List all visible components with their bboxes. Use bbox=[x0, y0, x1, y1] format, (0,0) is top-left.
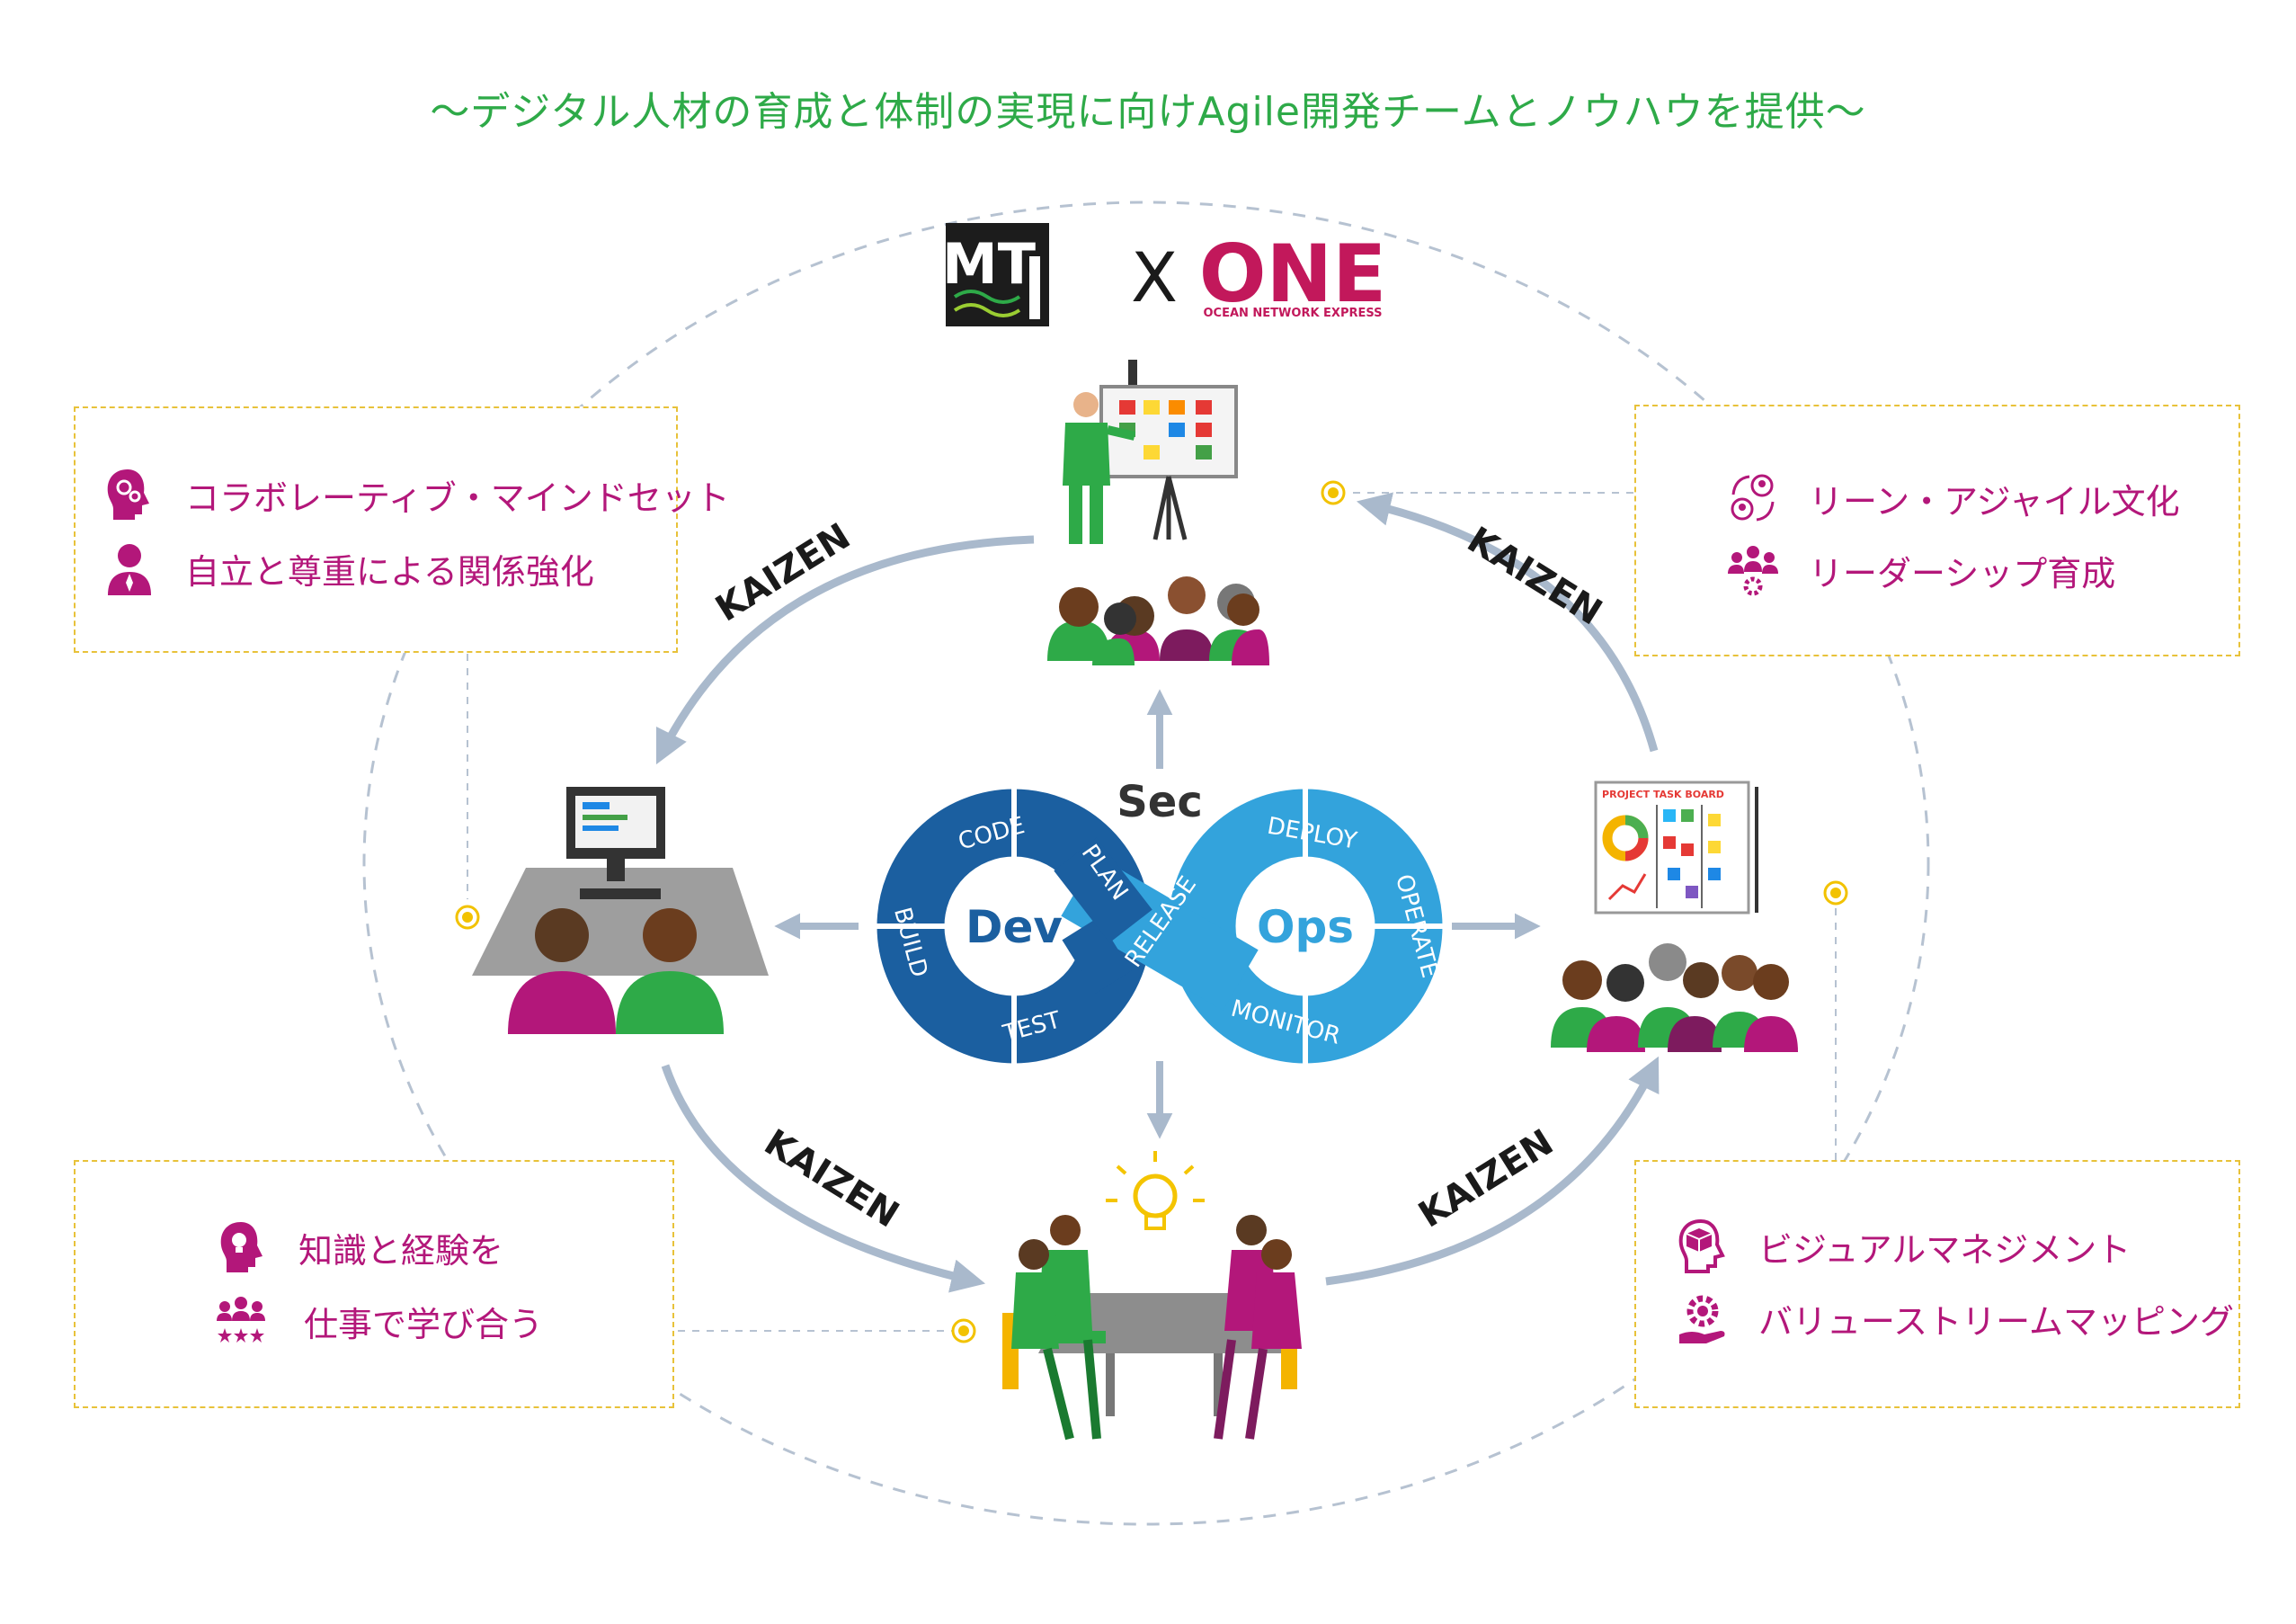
one-logo: ONE OCEAN NETWORK EXPRESS bbox=[1199, 228, 1387, 320]
box-top-left bbox=[74, 406, 678, 653]
head-bulb-icon bbox=[220, 1222, 263, 1272]
devops-dev-label: Dev bbox=[966, 901, 1063, 953]
one-logo-subtext: OCEAN NETWORK EXPRESS bbox=[1203, 307, 1382, 320]
kaizen-label-bottom-right: KAIZEN bbox=[1411, 1121, 1561, 1236]
kaizen-arrow-top-right bbox=[1356, 492, 1659, 753]
kaizen-arrow-bottom-right bbox=[1325, 1056, 1660, 1286]
head-gears-icon bbox=[107, 469, 149, 520]
item-label: 自立と尊重による関係強化 bbox=[185, 551, 594, 592]
devops-ops-label: Ops bbox=[1257, 901, 1354, 953]
item-bottom-right-1: ビジュアルマネジメント bbox=[1674, 1218, 2131, 1275]
box-top-right bbox=[1634, 405, 2240, 656]
item-bottom-left-2: 仕事で学び合う bbox=[205, 1292, 543, 1350]
head-cube-icon bbox=[1678, 1218, 1725, 1273]
kaizen-label-bottom-left: KAIZEN bbox=[757, 1121, 906, 1236]
item-label: リーダーシップ育成 bbox=[1809, 553, 2116, 593]
person-icon bbox=[108, 544, 151, 595]
team-gear-icon bbox=[1728, 546, 1778, 596]
cycle-people-icon bbox=[1731, 474, 1775, 522]
item-label: 仕事で学び合う bbox=[304, 1304, 544, 1344]
presentation-illustration bbox=[1047, 360, 1269, 665]
dev-workstation-illustration bbox=[472, 787, 769, 1034]
item-label: バリューストリームマッピング bbox=[1758, 1301, 2234, 1342]
one-logo-text: ONE bbox=[1199, 228, 1387, 320]
team-stars-icon bbox=[217, 1297, 265, 1343]
task-board-title: PROJECT TASK BOARD bbox=[1602, 789, 1724, 800]
hand-gear-icon bbox=[1679, 1295, 1725, 1343]
item-bottom-right-2: バリューストリームマッピング bbox=[1674, 1289, 2234, 1347]
kaizen-label-top-right: KAIZEN bbox=[1460, 519, 1609, 633]
item-label: リーン・アジャイル文化 bbox=[1809, 481, 2180, 522]
item-label: コラボレーティブ・マインドセット bbox=[185, 477, 730, 518]
kaizen-arrow-bottom-left bbox=[661, 1064, 986, 1293]
item-label: ビジュアルマネジメント bbox=[1758, 1229, 2131, 1270]
mt-logo-text: MT bbox=[942, 231, 1036, 297]
headline: 〜デジタル人材の育成と体制の実現に向けAgile開発チームとノウハウを提供〜 bbox=[430, 89, 1866, 135]
item-top-left-2: 自立と尊重による関係強化 bbox=[101, 540, 594, 597]
devops-sec-label: Sec bbox=[1117, 777, 1203, 827]
task-board-illustration: PROJECT TASK BOARD bbox=[1551, 781, 1798, 1052]
meeting-illustration bbox=[1002, 1151, 1302, 1441]
item-top-right-1: リーン・アジャイル文化 bbox=[1724, 469, 2180, 527]
kaizen-arrow-top-left bbox=[655, 535, 1035, 765]
item-bottom-left-1: 知識と経験を bbox=[214, 1218, 503, 1276]
item-top-right-2: リーダーシップ育成 bbox=[1724, 541, 2115, 599]
devsecops-loop bbox=[877, 789, 1443, 1064]
marker-dots bbox=[455, 480, 1848, 1343]
item-label: 知識と経験を bbox=[298, 1230, 504, 1271]
item-top-left-1: コラボレーティブ・マインドセット bbox=[101, 466, 730, 523]
mt-logo: MT bbox=[942, 223, 1049, 326]
box-bottom-right bbox=[1634, 1160, 2240, 1408]
box-bottom-left bbox=[74, 1160, 674, 1408]
outer-dashed-cycle bbox=[362, 201, 1930, 1526]
logo-x-separator: X bbox=[1131, 237, 1178, 317]
